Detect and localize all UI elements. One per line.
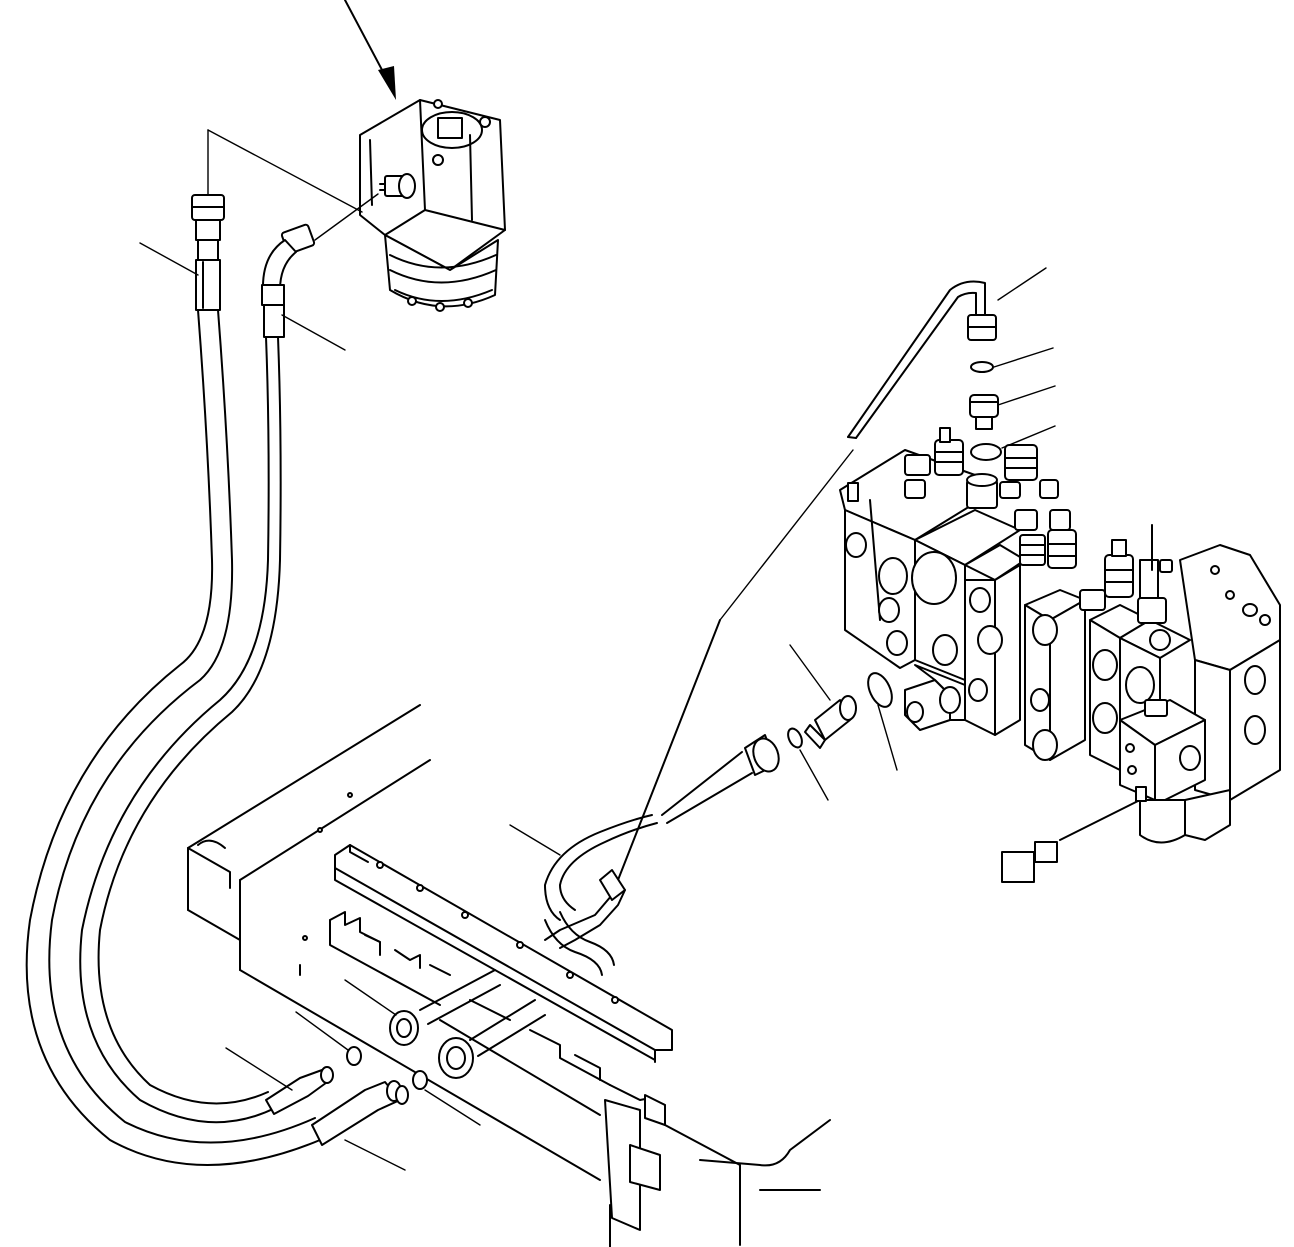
adapter-top <box>969 394 999 430</box>
leader-line <box>281 314 346 351</box>
steering-unit <box>359 99 506 312</box>
steering-unit-arrow <box>344 0 396 100</box>
leader-line <box>877 704 898 771</box>
rail-nut-upper <box>389 969 501 1046</box>
o-ring-upper <box>346 1046 362 1066</box>
leader-line <box>509 824 561 856</box>
leader-line <box>295 1011 349 1051</box>
o-ring-top-small <box>970 361 994 373</box>
frame-bracket <box>187 704 831 1247</box>
steering-port-fitting <box>379 173 416 199</box>
hose-2 <box>79 336 282 1124</box>
leader-line <box>719 449 854 621</box>
hose-left-fitting <box>191 194 225 311</box>
leader-line <box>314 193 379 241</box>
adapter-lower <box>311 1080 409 1146</box>
control-valve <box>839 427 1281 883</box>
leader-line <box>139 242 199 276</box>
adapter-upper <box>265 1066 334 1115</box>
leader-line <box>225 1047 293 1091</box>
hose-1 <box>25 309 321 1166</box>
adapter-side <box>804 695 857 749</box>
leader-line <box>993 347 1054 368</box>
rail-nut-lower <box>438 999 546 1079</box>
hose-right-elbow-fitting <box>261 223 316 338</box>
leader-line <box>344 1139 406 1171</box>
leader-line <box>789 644 831 701</box>
o-ring-top-large <box>970 443 1002 461</box>
leader-line <box>799 749 829 801</box>
o-ring-side-large <box>867 672 893 708</box>
o-ring-lower <box>412 1070 428 1090</box>
leader-line <box>997 267 1047 301</box>
leader-line <box>997 385 1056 406</box>
leader-line <box>207 129 363 213</box>
pipe-upper <box>847 280 997 439</box>
o-ring-side-small <box>787 727 803 749</box>
leader-line <box>344 979 397 1016</box>
support-rail <box>329 844 673 1231</box>
leader-line <box>424 1089 481 1126</box>
pipe-side <box>544 619 780 949</box>
pipe-down-bends <box>544 911 615 976</box>
